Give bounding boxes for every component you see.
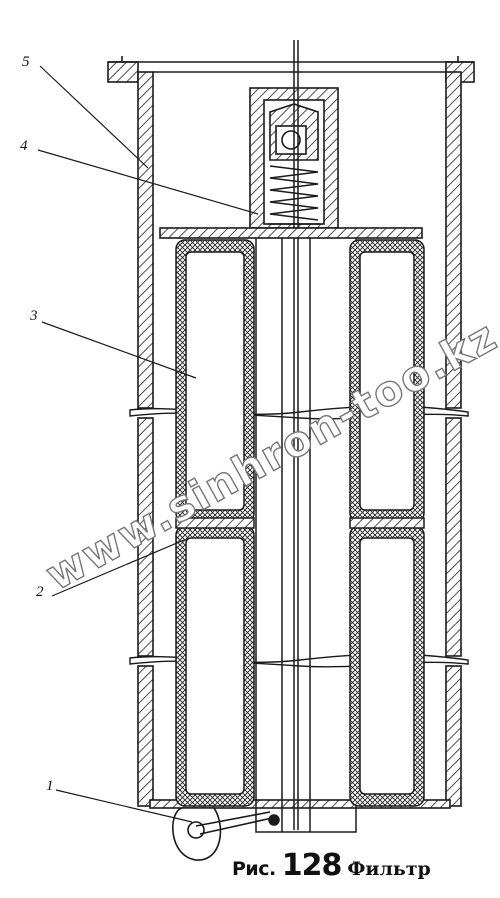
leader-lines [37,65,259,823]
caption-prefix: Рис. [232,858,276,880]
callout-label-5: 5 [22,54,30,70]
filter-cover-plate [159,227,423,239]
filter-elements [175,239,425,807]
callout-label-4: 4 [20,138,28,154]
housing-body [107,56,475,809]
caption-title: Фильтр [347,858,431,880]
caption-number: 128 [281,848,343,883]
callout-label-1: 1 [46,778,54,794]
callout-label-2: 2 [36,584,44,600]
callout-label-3: 3 [30,308,38,324]
drain-plug [172,807,280,861]
